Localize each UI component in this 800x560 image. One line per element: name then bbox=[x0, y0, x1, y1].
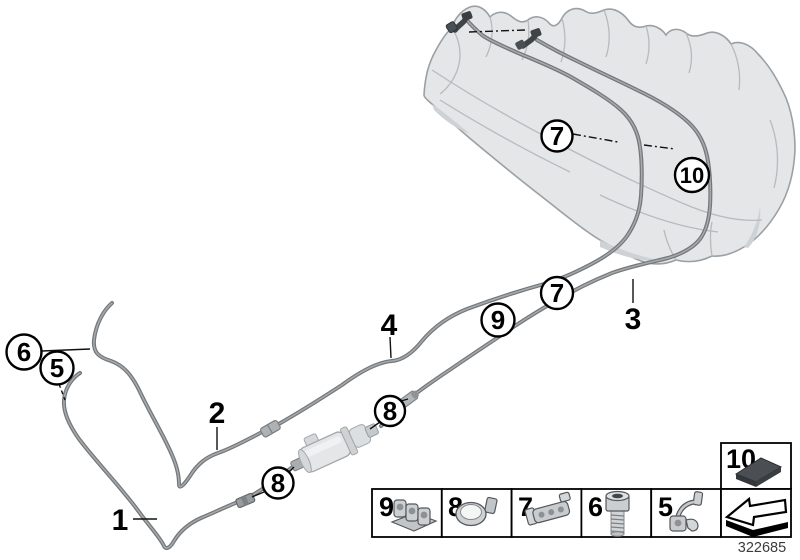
quick-connector-rear-line bbox=[259, 419, 281, 438]
tank-contour bbox=[769, 119, 779, 189]
fuel-tank-illustration bbox=[423, 5, 796, 265]
leader-callout-10 bbox=[643, 144, 676, 150]
callout-8-filter-number: 8 bbox=[383, 396, 397, 426]
leader-tank-fittings bbox=[468, 29, 526, 33]
legend-cell-5[interactable]: 5 bbox=[650, 488, 722, 538]
callout-6-number: 6 bbox=[17, 337, 31, 367]
fuel-tank-body bbox=[423, 5, 796, 265]
callout-5[interactable]: 5 bbox=[39, 350, 75, 386]
label-line-3[interactable]: 3 bbox=[625, 303, 642, 336]
legend-9-number: 9 bbox=[379, 492, 394, 522]
front-fuel-line-highlight-left bbox=[63, 372, 295, 549]
callout-7-tank[interactable]: 7 bbox=[540, 119, 574, 153]
callout-10[interactable]: 10 bbox=[673, 156, 711, 194]
tank-contour bbox=[709, 221, 713, 257]
leader-callout-8-line bbox=[251, 491, 265, 498]
socket-head-screw-icon bbox=[605, 490, 630, 537]
leader-callout-5-6 bbox=[41, 348, 91, 352]
front-fuel-line-path-left bbox=[61, 371, 296, 551]
callout-8-filter[interactable]: 8 bbox=[373, 394, 407, 428]
front-fuel-line-highlight-right bbox=[380, 39, 712, 427]
tank-fitting-left bbox=[445, 11, 473, 34]
tank-contour bbox=[439, 27, 461, 95]
callout-6[interactable]: 6 bbox=[5, 333, 43, 371]
callout-9-number: 9 bbox=[491, 305, 505, 335]
leader-callout-5-dashed bbox=[58, 383, 66, 401]
leader-callout-8-filter bbox=[369, 421, 381, 430]
callout-9[interactable]: 9 bbox=[480, 302, 516, 338]
tank-contour bbox=[645, 25, 650, 65]
adhesive-pad-icon bbox=[734, 457, 783, 487]
tank-shadow bbox=[432, 104, 470, 134]
fuel-filter bbox=[290, 423, 379, 474]
callout-7-tank-number: 7 bbox=[550, 121, 564, 151]
rear-fuel-line bbox=[91, 17, 644, 489]
bracket-clip-icon bbox=[669, 491, 704, 532]
legend-pad-box[interactable]: 10 bbox=[720, 442, 792, 490]
label-line-1[interactable]: 1 bbox=[112, 504, 129, 537]
triple-tube-clip-icon bbox=[390, 499, 438, 532]
tank-contour bbox=[603, 9, 610, 58]
legend-cell-7[interactable]: 7 bbox=[510, 488, 583, 538]
legend-direction-arrow-box[interactable] bbox=[720, 488, 792, 538]
direction-arrow-icon bbox=[724, 496, 788, 537]
tank-contour bbox=[730, 43, 741, 91]
callout-7-line[interactable]: 7 bbox=[539, 275, 575, 311]
label-line-2[interactable]: 2 bbox=[209, 397, 226, 430]
tank-shadow bbox=[744, 206, 761, 248]
leader-callout-8-line-2 bbox=[288, 466, 295, 473]
tube-clip-icon bbox=[524, 491, 571, 526]
legend-cell-6[interactable]: 6 bbox=[580, 488, 653, 538]
legend-6-number: 6 bbox=[588, 492, 603, 522]
quick-connector-front-line bbox=[235, 492, 256, 509]
rear-fuel-line-highlight bbox=[93, 18, 643, 488]
tank-contour bbox=[685, 32, 693, 74]
diagram-part-number: 322685 bbox=[738, 540, 786, 556]
label-line-4[interactable]: 4 bbox=[381, 309, 398, 342]
leader-callout-7-tank bbox=[572, 133, 619, 143]
callout-8-line[interactable]: 8 bbox=[261, 466, 295, 500]
clamp-ring-icon bbox=[455, 496, 498, 527]
legend-cell-9[interactable]: 9 bbox=[371, 488, 443, 538]
legend-cell-8[interactable]: 8 bbox=[440, 488, 513, 538]
tank-fitting-right bbox=[515, 28, 542, 50]
callout-7-line-number: 7 bbox=[550, 278, 564, 308]
tank-contour bbox=[439, 99, 571, 173]
front-fuel-line bbox=[61, 38, 713, 551]
legend-5-number: 5 bbox=[658, 492, 673, 522]
tank-contour bbox=[560, 17, 566, 63]
callout-5-number: 5 bbox=[50, 353, 64, 383]
callout-10-number: 10 bbox=[680, 163, 704, 188]
tank-contour bbox=[485, 16, 493, 58]
leader-label-4 bbox=[389, 336, 392, 359]
tank-contour bbox=[431, 69, 763, 222]
callout-8-line-number: 8 bbox=[271, 468, 285, 498]
